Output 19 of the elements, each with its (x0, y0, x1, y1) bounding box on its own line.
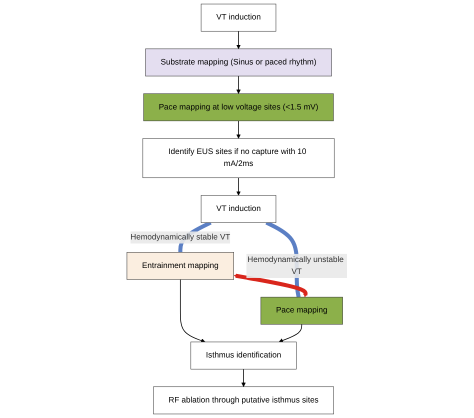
arrow (236, 177, 241, 196)
arrow (236, 120, 241, 139)
arrow (236, 76, 241, 94)
arrow (278, 324, 302, 343)
node-box: Isthmus identification (190, 342, 297, 370)
edge-label: Hemodynamically stable VT (130, 232, 230, 242)
node-box: Identify EUS sites if no capture with 10 mA/2ms (142, 138, 334, 178)
node-box: Pace mapping (260, 296, 343, 325)
arrow (180, 279, 206, 343)
edge-label: Hemodynamically unstable VT (247, 255, 344, 276)
arrow (234, 274, 308, 298)
node-box: RF ablation through putative isthmus sites (153, 386, 334, 414)
node-box: Entrainment mapping (126, 252, 234, 280)
node-box: Substrate mapping (Sinus or paced rhythm) (145, 48, 332, 76)
arrow (241, 368, 246, 387)
node-box: VT induction (200, 195, 276, 223)
node-box: Pace mapping at low voltage sites (<1.5 mV) (143, 93, 334, 122)
arrow (236, 30, 241, 50)
node-box: VT induction (200, 4, 276, 32)
